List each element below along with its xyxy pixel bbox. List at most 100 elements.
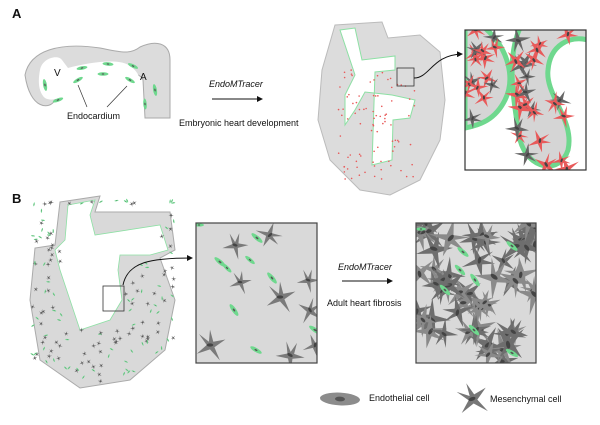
mesenchymal-cell xyxy=(45,235,50,241)
traced-cell-dot xyxy=(350,177,353,180)
mesenchymal-cell xyxy=(47,200,53,206)
cell-nucleus xyxy=(276,295,284,299)
cell-nucleus xyxy=(48,249,50,251)
cell-nucleus xyxy=(514,59,518,64)
endocardium-cells xyxy=(42,62,158,110)
traced-cell-dot xyxy=(339,135,342,137)
mesenchymal-legend-label: Mesenchymal cell xyxy=(490,394,562,404)
mesenchymal-cell xyxy=(526,40,547,60)
endothelial-cell xyxy=(161,296,163,301)
cell-nucleus xyxy=(50,233,52,234)
traced-cell-dot xyxy=(391,140,394,142)
cell-nucleus xyxy=(125,361,127,362)
cell-nucleus xyxy=(171,295,173,297)
mesenchymal-cell xyxy=(45,288,51,294)
traced-cell-dot xyxy=(373,175,376,178)
embryonic-heart-tube xyxy=(24,42,171,119)
traced-cell-dot xyxy=(351,74,353,77)
cell-nucleus xyxy=(141,275,143,277)
cell-nucleus xyxy=(237,280,243,284)
mesenchymal-cell xyxy=(476,69,498,89)
mesenchymal-cell xyxy=(34,238,40,244)
mesenchymal-cell xyxy=(473,223,501,252)
traced-cell-dot xyxy=(387,78,389,81)
cell-nucleus xyxy=(91,201,93,203)
cell-nucleus xyxy=(47,237,48,239)
cell-nucleus xyxy=(447,234,454,242)
mesenchymal-cell xyxy=(161,272,167,277)
cell-nucleus xyxy=(287,353,293,357)
cell-nucleus xyxy=(44,83,46,87)
traced-cell-dot xyxy=(369,81,372,83)
cell-nucleus xyxy=(132,282,134,284)
cell-nucleus xyxy=(68,367,70,369)
endothelial-cell xyxy=(76,367,80,372)
cell-nucleus xyxy=(480,49,485,53)
cell-nucleus xyxy=(254,348,258,352)
cell-nucleus xyxy=(172,337,174,339)
cell-nucleus xyxy=(493,35,496,39)
cell-nucleus xyxy=(133,202,135,204)
traced-cell-dot xyxy=(408,114,410,117)
cell-nucleus xyxy=(43,263,45,265)
cell-nucleus xyxy=(467,82,471,87)
cell-nucleus xyxy=(147,341,148,343)
cell-nucleus xyxy=(100,201,102,203)
cell-nucleus xyxy=(510,244,514,248)
cell-nucleus xyxy=(433,281,439,286)
method-label-b: EndoMTracer xyxy=(338,262,392,272)
mesenchymal-cell xyxy=(130,280,136,286)
traced-cell-dot xyxy=(373,117,375,120)
cell-nucleus xyxy=(36,353,38,355)
endothelial-cell xyxy=(128,308,132,312)
endothelial-cell xyxy=(31,235,36,237)
cell-nucleus xyxy=(114,338,115,340)
mesenchymal-cell xyxy=(527,129,552,153)
traced-cell-dot xyxy=(355,101,358,104)
mesenchymal-cell xyxy=(97,349,103,354)
cell-nucleus xyxy=(41,222,42,224)
mesenchymal-cell xyxy=(552,105,575,129)
cell-nucleus xyxy=(482,300,487,305)
endothelial-cell xyxy=(35,316,39,320)
endothelial-cell xyxy=(52,97,64,103)
endothelial-cell xyxy=(107,354,110,359)
endothelial-cell xyxy=(143,98,147,110)
cell-nucleus xyxy=(35,241,38,242)
mesenchymal-cell xyxy=(550,150,571,170)
traced-cell-dot xyxy=(390,86,393,89)
endothelial-cell xyxy=(91,369,96,372)
cell-nucleus xyxy=(34,262,36,264)
cell-nucleus xyxy=(136,290,138,292)
endothelial-cell xyxy=(146,339,149,344)
cell-nucleus xyxy=(34,357,36,359)
cell-nucleus xyxy=(429,246,438,251)
traced-cell-dot xyxy=(372,110,374,113)
cell-nucleus xyxy=(56,99,60,101)
cell-nucleus xyxy=(171,200,173,202)
traced-cell-dot xyxy=(408,98,411,100)
endothelial-cell xyxy=(33,352,37,356)
mesenchymal-cell xyxy=(168,212,174,219)
cell-nucleus xyxy=(544,162,548,167)
mesenchymal-cell xyxy=(50,304,56,310)
mesenchymal-cell xyxy=(196,329,226,361)
endothelial-cell xyxy=(149,309,152,314)
cell-nucleus xyxy=(48,232,50,234)
panel-a-label: A xyxy=(12,6,22,21)
process-label-a: Embryonic heart development xyxy=(179,118,299,128)
traced-cell-dot xyxy=(342,108,344,110)
cell-nucleus xyxy=(308,307,312,313)
mesenchymal-cell xyxy=(470,289,498,314)
cell-nucleus xyxy=(131,303,133,305)
cell-nucleus xyxy=(52,307,54,308)
cell-nucleus xyxy=(92,366,95,368)
traced-cell-dot xyxy=(356,166,358,169)
mesenchymal-cell xyxy=(170,335,176,341)
cell-nucleus xyxy=(48,277,49,279)
mesenchymal-cell xyxy=(113,339,120,345)
cell-nucleus xyxy=(47,290,50,291)
cell-nucleus xyxy=(133,371,135,372)
cell-nucleus xyxy=(492,45,497,49)
traced-cell-dot xyxy=(413,90,416,92)
